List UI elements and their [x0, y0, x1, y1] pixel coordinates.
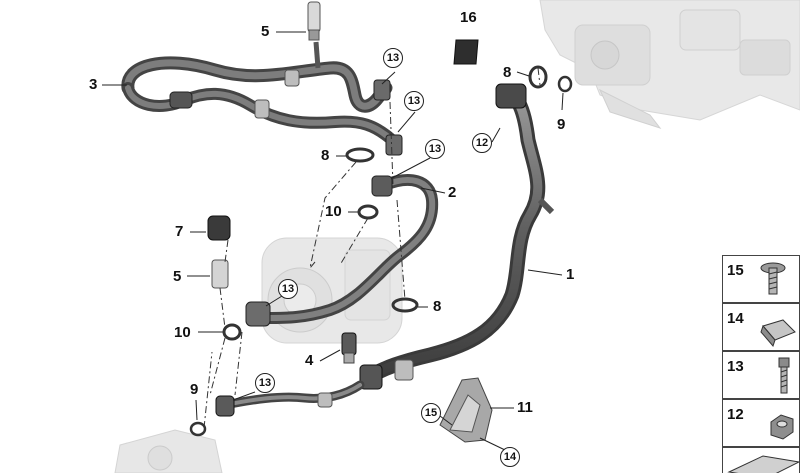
callout-9-left: 9: [190, 381, 199, 398]
reference-lines: [203, 67, 541, 429]
callout-8-upper: 8: [321, 147, 330, 164]
callout-5-left: 5: [173, 268, 182, 285]
callout-5-top: 5: [261, 23, 270, 40]
callout-10-upper: 10: [325, 203, 342, 220]
service-valve-5-top: [307, 1, 321, 41]
leader-lines: [102, 31, 564, 451]
callout-13-circle-a: 13: [383, 48, 403, 68]
callout-8-lower: 8: [433, 298, 442, 315]
callout-8-right: 8: [503, 64, 512, 81]
parts-panel-bottom: [722, 447, 800, 473]
callout-11: 11: [517, 399, 533, 416]
callout-12-circle: 12: [472, 133, 492, 153]
parts-panel-15: 15: [722, 255, 800, 303]
callout-10-lower: 10: [174, 324, 191, 341]
hose-clip-11: [439, 377, 493, 443]
bolt-icon: [778, 357, 790, 394]
suction-line-bottom: [215, 380, 365, 417]
hex-nut-icon: [770, 414, 794, 440]
expansion-valve-housing: [114, 429, 223, 473]
callout-15-circle: 15: [421, 403, 441, 423]
callout-7: 7: [175, 223, 184, 240]
callout-13-circle-b: 13: [404, 91, 424, 111]
parts-panel-number: 13: [727, 358, 744, 375]
parts-panel-14: 14: [722, 303, 800, 351]
refrigerant-line-2: [245, 174, 439, 327]
callout-9-right: 9: [557, 116, 566, 133]
callout-13-circle-c: 13: [425, 139, 445, 159]
callout-4: 4: [305, 352, 314, 369]
callout-13-circle-d: 13: [278, 279, 298, 299]
callout-14-circle: 14: [500, 447, 520, 467]
callout-2: 2: [448, 184, 457, 201]
valve-cap-7: [207, 215, 231, 241]
screw-flange-icon: [760, 262, 786, 295]
pressure-hose-3: [121, 41, 403, 156]
parts-panel-number: 15: [727, 262, 744, 279]
shim-plate-icon: [727, 455, 800, 473]
parts-panel-12: 12: [722, 399, 800, 447]
evaporator-housing: [539, 0, 800, 129]
service-valve-5-left: [211, 259, 229, 289]
callout-13-circle-e: 13: [255, 373, 275, 393]
parts-panel-number: 14: [727, 310, 744, 327]
o-rings: [189, 65, 573, 437]
callout-16: 16: [460, 9, 477, 26]
callout-3: 3: [89, 76, 98, 93]
clip-nut-icon: [760, 319, 796, 347]
callout-1: 1: [566, 266, 575, 283]
gasket-16: [453, 39, 479, 65]
pressure-sensor-4: [341, 332, 357, 364]
parts-panel-13: 13: [722, 351, 800, 399]
parts-panel-number: 12: [727, 406, 744, 423]
refrigerant-line-1: [359, 83, 555, 390]
